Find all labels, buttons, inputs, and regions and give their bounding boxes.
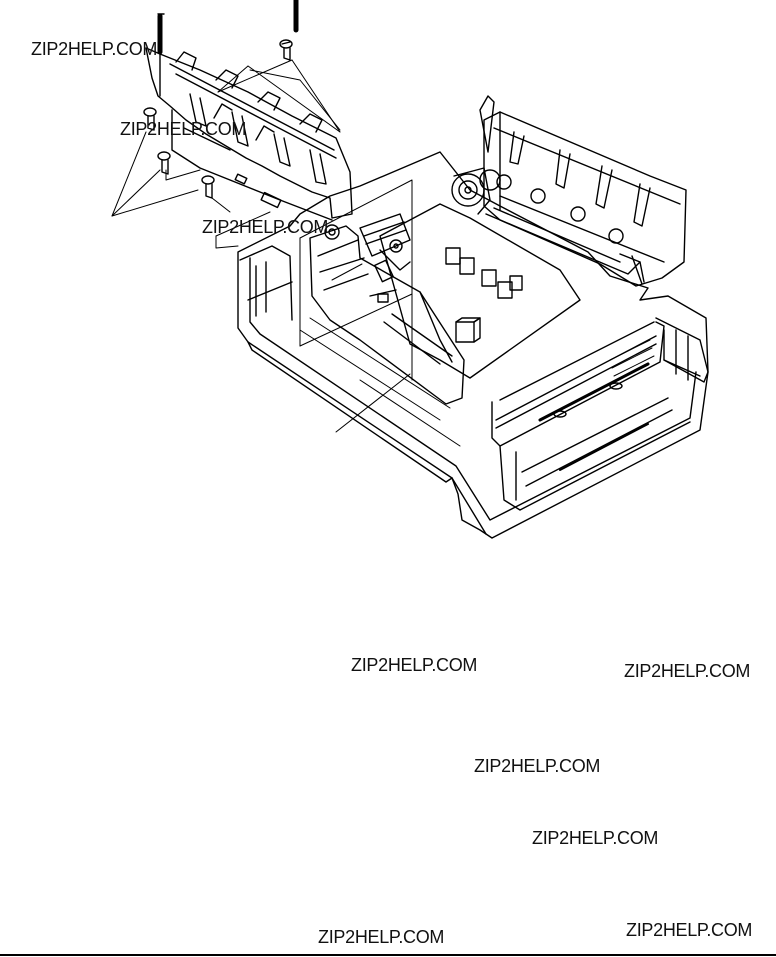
upper-rear-unit	[451, 95, 687, 287]
watermark-text: ZIP2HELP.COM	[318, 927, 445, 947]
printer-chassis	[237, 151, 709, 539]
watermark-text: ZIP2HELP.COM	[31, 39, 158, 59]
page-bottom-rule	[0, 954, 776, 956]
watermark-text: ZIP2HELP.COM	[626, 920, 753, 940]
watermark-text: ZIP2HELP.COM	[474, 756, 601, 776]
watermark-text: ZIP2HELP.COM	[624, 661, 751, 681]
leader-lines	[111, 59, 413, 433]
carriage	[309, 224, 465, 405]
guide-bracket	[145, 0, 353, 221]
watermark-text: ZIP2HELP.COM	[532, 828, 659, 848]
watermark-text: ZIP2HELP.COM	[202, 217, 329, 237]
screw-icon	[143, 39, 293, 199]
watermark-text: ZIP2HELP.COM	[120, 119, 247, 139]
watermark-text: ZIP2HELP.COM	[351, 655, 478, 675]
